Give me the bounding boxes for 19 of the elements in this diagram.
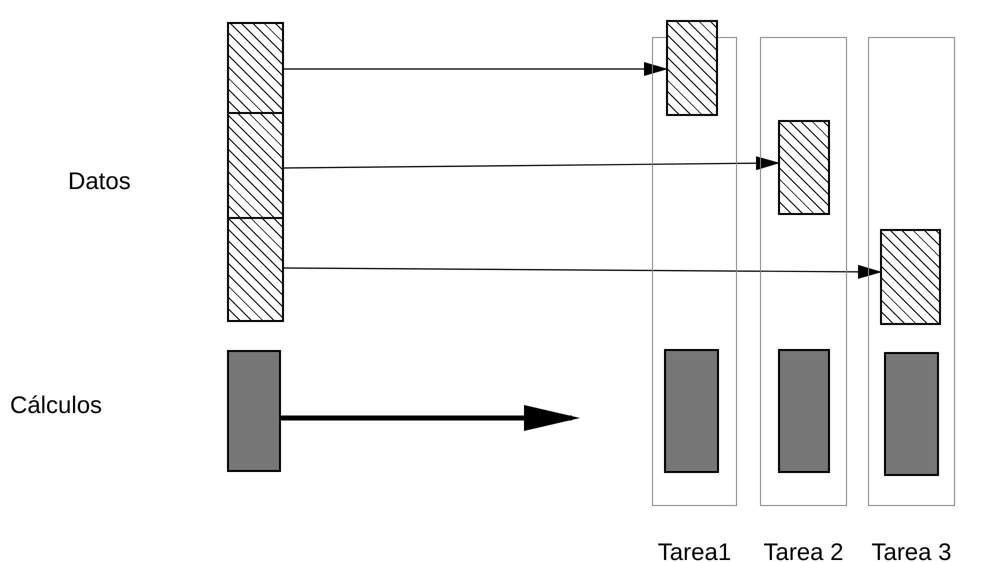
- shaded-block: [227, 350, 281, 472]
- arrow: [284, 264, 882, 279]
- task-label: Tarea 2: [763, 539, 844, 562]
- row-label: Datos: [68, 168, 131, 196]
- shaded-block: [884, 352, 939, 476]
- thick-arrow: [281, 405, 580, 431]
- task-label: Tarea1: [658, 539, 732, 562]
- row-label: Cálculos: [10, 392, 102, 420]
- shaded-block: [778, 349, 830, 473]
- hatched-block: [227, 112, 284, 219]
- hatched-block: [227, 217, 284, 322]
- arrow: [284, 62, 668, 76]
- arrow: [284, 156, 780, 170]
- hatched-block: [778, 120, 830, 215]
- hatched-block: [227, 22, 284, 114]
- shaded-block: [664, 349, 719, 473]
- hatched-block: [666, 20, 718, 116]
- task-label: Tarea 3: [871, 539, 952, 562]
- hatched-block: [880, 229, 941, 325]
